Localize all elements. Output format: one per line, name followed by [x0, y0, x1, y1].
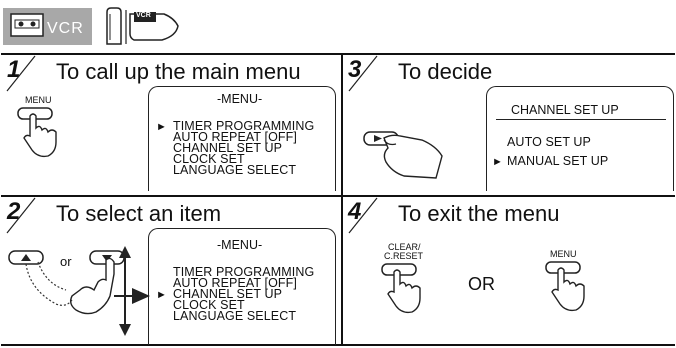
step-3-title: To decide: [398, 59, 493, 84]
step-2-menu-item: CHANNEL SET UP: [173, 287, 283, 301]
step-4-or-label: OR: [468, 274, 495, 294]
vcr-cassette-icon: [10, 13, 44, 37]
step-2-pointer-arrow-icon: [114, 288, 150, 304]
step-1-menu-button-hand-icon[interactable]: [16, 106, 76, 166]
step-1-menu-item: TIMER PROGRAMMING: [173, 119, 315, 133]
step-2-cursor: ►: [156, 289, 167, 301]
step-1-menu-item: AUTO REPEAT [OFF]: [173, 130, 297, 144]
step-1-menu-item: CHANNEL SET UP: [173, 141, 283, 155]
vcr-badge-label: VCR: [47, 20, 84, 37]
step-4-number: 4: [348, 198, 362, 225]
step-3-menu-item: MANUAL SET UP: [507, 154, 609, 168]
step-1-tv-screen: [148, 86, 336, 191]
step-3-tv-screen: [486, 86, 674, 191]
step-4-menu-label: MENU: [550, 249, 577, 259]
step-4-menu-button-hand-icon[interactable]: [544, 260, 604, 330]
step-4-corner-slash: [348, 197, 378, 234]
step-2-menu-item: LANGUAGE SELECT: [173, 309, 297, 323]
step-3-play-button-hand-icon[interactable]: [362, 126, 452, 186]
step-1-corner-slash: [6, 55, 36, 92]
step-2-down-button-hand-icon[interactable]: [10, 250, 130, 330]
step-1-cursor: ►: [156, 121, 167, 133]
step-3-screen-title-underline: [496, 119, 666, 120]
step-2-title: To select an item: [56, 201, 222, 226]
step-3-menu-item: AUTO SET UP: [507, 135, 591, 149]
vcr-badge: VCR: [3, 8, 92, 45]
step-1-screen-title: -MENU-: [217, 92, 263, 106]
step-1-menu-item: CLOCK SET: [173, 152, 245, 166]
step-3-number: 3: [348, 56, 362, 83]
step-4-clear-label-line2: C.RESET: [384, 251, 424, 261]
step-2-number: 2: [7, 198, 21, 225]
step-2-corner-slash: [6, 197, 36, 234]
step-1-number: 1: [7, 56, 21, 83]
step-2-menu-item: TIMER PROGRAMMING: [173, 265, 315, 279]
step-1-title: To call up the main menu: [56, 59, 301, 84]
step-1-menu-item: LANGUAGE SELECT: [173, 163, 297, 177]
step-2-menu-item: CLOCK SET: [173, 298, 245, 312]
grid-middle-border: [1, 195, 675, 197]
step-2-or-label: or: [60, 254, 72, 269]
step-4-title: To exit the menu: [398, 201, 560, 226]
step-3-screen-title: CHANNEL SET UP: [511, 103, 619, 117]
step-4-clear-button-hand-icon[interactable]: [380, 262, 440, 332]
step-4-clear-label-line1: CLEAR/: [388, 242, 421, 252]
step-2-menu-item: AUTO REPEAT [OFF]: [173, 276, 297, 290]
grid-top-border: [1, 53, 675, 55]
step-2-tv-screen: [148, 228, 336, 345]
step-3-cursor: ►: [492, 156, 503, 168]
step-2-screen-title: -MENU-: [217, 238, 263, 252]
step-2-up-down-arrow-icon: [119, 246, 131, 336]
step-3-corner-slash: [348, 55, 378, 92]
step-1-button-label: MENU: [25, 95, 52, 105]
remote-vcr-button-icon: [106, 7, 179, 45]
grid-vertical-divider: [341, 53, 343, 346]
remote-vcr-tag: VCR: [136, 12, 151, 19]
grid-bottom-border: [1, 344, 675, 346]
